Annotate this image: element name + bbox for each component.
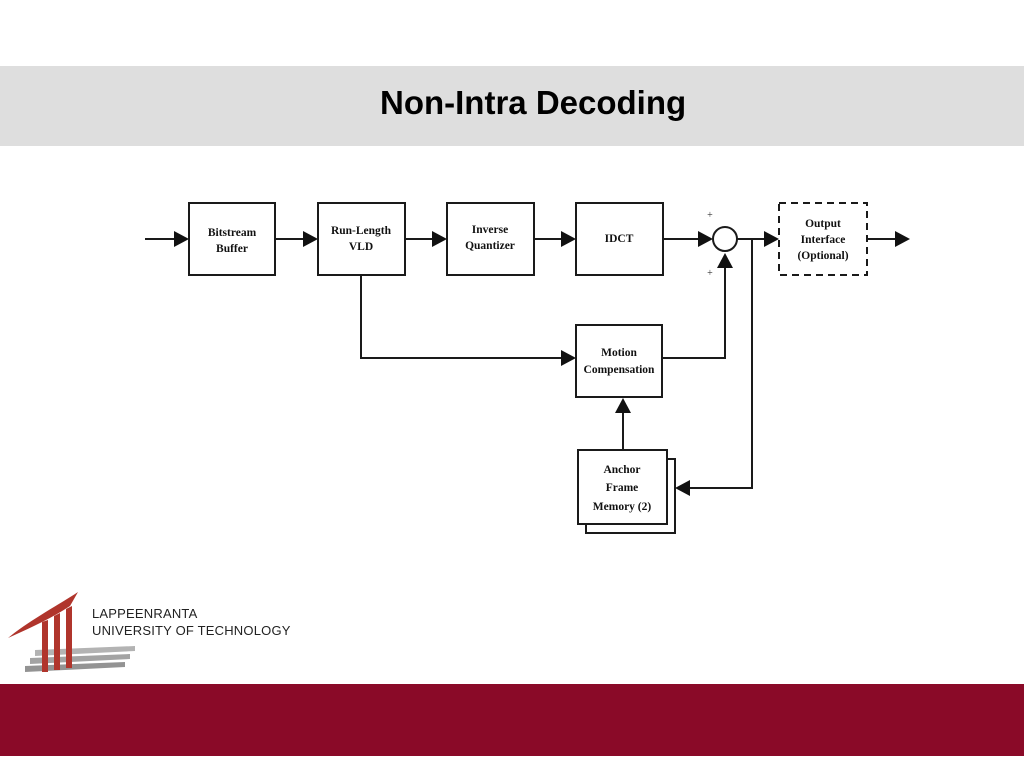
arrowhead: [432, 231, 447, 247]
inverse-quantizer-block: Inverse Quantizer: [446, 202, 535, 276]
block-label: (Optional): [797, 250, 848, 262]
university-name-line2: UNIVERSITY OF TECHNOLOGY: [92, 623, 291, 638]
block-label: Bitstream: [208, 227, 257, 239]
arrowhead: [698, 231, 713, 247]
footer-band: [0, 684, 1024, 756]
block-label: Interface: [801, 234, 846, 246]
slide-title: Non-Intra Decoding: [380, 84, 687, 121]
arrowhead: [561, 350, 576, 366]
university-logo-icon: [8, 592, 135, 672]
block-label: Buffer: [216, 243, 248, 255]
logo-grey-stripe: [25, 662, 125, 672]
arrowhead: [895, 231, 910, 247]
plus-sign-bottom: +: [707, 268, 713, 279]
block-label: Compensation: [584, 364, 656, 376]
arrowhead: [174, 231, 189, 247]
arrowhead: [675, 480, 690, 496]
block-label: VLD: [349, 241, 373, 253]
logo-red-pillar: [66, 606, 72, 668]
motion-to-summer-line: [662, 265, 726, 359]
block-label: Run-Length: [331, 225, 392, 237]
output-interface-block: Output Interface (Optional): [778, 202, 868, 276]
block-label: Anchor: [603, 464, 640, 476]
logo-red-pillar: [42, 620, 48, 672]
summing-junction: + +: [707, 210, 738, 279]
anchor-frame-memory-block: Anchor Frame Memory (2): [577, 449, 676, 534]
block-label: Inverse: [472, 224, 508, 236]
arrowhead: [764, 231, 779, 247]
plus-sign-top: +: [707, 210, 713, 221]
block-label: IDCT: [605, 233, 634, 245]
block-label: Memory (2): [593, 501, 652, 513]
arrowhead: [615, 398, 631, 413]
university-name: LAPPEENRANTA UNIVERSITY OF TECHNOLOGY: [92, 605, 291, 639]
block-label: Frame: [606, 482, 639, 494]
vld-to-motion-line: [360, 275, 565, 359]
university-name-line1: LAPPEENRANTA: [92, 606, 198, 621]
arrowhead: [303, 231, 318, 247]
idct-block: IDCT: [575, 202, 664, 276]
arrowheads: [174, 231, 910, 496]
logo-red-pillar: [54, 613, 60, 670]
title-band: [0, 66, 1024, 146]
run-length-vld-block: Run-Length VLD: [317, 202, 406, 276]
block-label: Quantizer: [465, 240, 515, 252]
arrowhead: [717, 253, 733, 268]
connections: [145, 238, 898, 489]
block-label: Motion: [601, 347, 637, 359]
motion-compensation-block: Motion Compensation: [575, 324, 663, 398]
output-to-memory-line: [688, 239, 753, 489]
logo-red-swoosh: [8, 592, 78, 638]
block-label: Output: [805, 218, 841, 230]
arrowhead: [561, 231, 576, 247]
bitstream-buffer-block: Bitstream Buffer: [188, 202, 276, 276]
